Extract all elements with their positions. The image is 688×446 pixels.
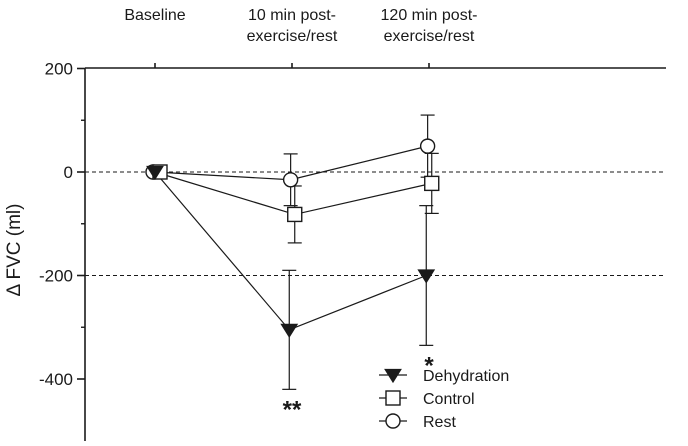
data-point-dehydration xyxy=(146,165,164,181)
y-tick-label: 200 xyxy=(45,60,73,79)
x-tick-label: Baseline xyxy=(124,7,185,24)
data-point-dehydration xyxy=(280,323,299,338)
data-point-dehydration xyxy=(417,269,436,284)
legend-marker-dehydration xyxy=(384,368,402,384)
data-point-rest xyxy=(419,138,436,154)
legend-marker-rest xyxy=(385,413,401,429)
significance-marker: * xyxy=(424,352,434,379)
y-tick-label: 0 xyxy=(64,163,73,182)
data-point-control xyxy=(287,206,303,223)
data-point-control xyxy=(424,175,440,192)
x-tick-label: exercise/rest xyxy=(247,28,338,45)
legend-label: Control xyxy=(423,391,475,408)
y-axis-label: Δ FVC (ml) xyxy=(4,204,25,297)
y-tick-label: -200 xyxy=(39,267,73,286)
y-tick-label: -400 xyxy=(39,370,73,389)
legend-label: Rest xyxy=(423,414,456,431)
x-tick-label: 120 min post- xyxy=(381,7,478,24)
legend-label: Dehydration xyxy=(423,368,509,385)
significance-marker: ** xyxy=(283,396,302,423)
data-point-rest xyxy=(282,172,299,188)
x-tick-label: 10 min post- xyxy=(248,7,336,24)
x-tick-label: exercise/rest xyxy=(384,28,475,45)
legend-marker-control xyxy=(385,390,401,406)
